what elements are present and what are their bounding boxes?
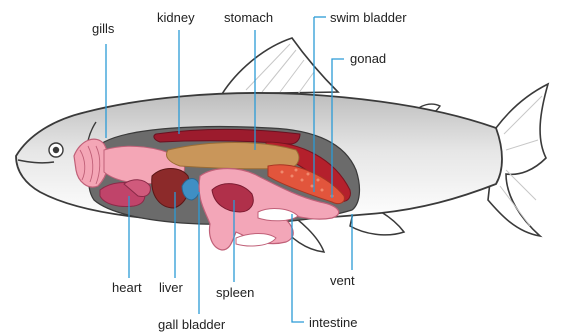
label-stomach: stomach — [224, 11, 273, 24]
label-kidney: kidney — [157, 11, 195, 24]
dorsal-fin — [222, 38, 338, 94]
label-heart: heart — [112, 281, 142, 294]
label-spleen: spleen — [216, 286, 254, 299]
label-swim-bladder: swim bladder — [330, 11, 407, 24]
label-gills: gills — [92, 22, 114, 35]
label-vent: vent — [330, 274, 355, 287]
label-gonad: gonad — [350, 52, 386, 65]
label-intestine: intestine — [309, 316, 357, 329]
label-liver: liver — [159, 281, 183, 294]
label-gall-bladder: gall bladder — [158, 318, 225, 331]
